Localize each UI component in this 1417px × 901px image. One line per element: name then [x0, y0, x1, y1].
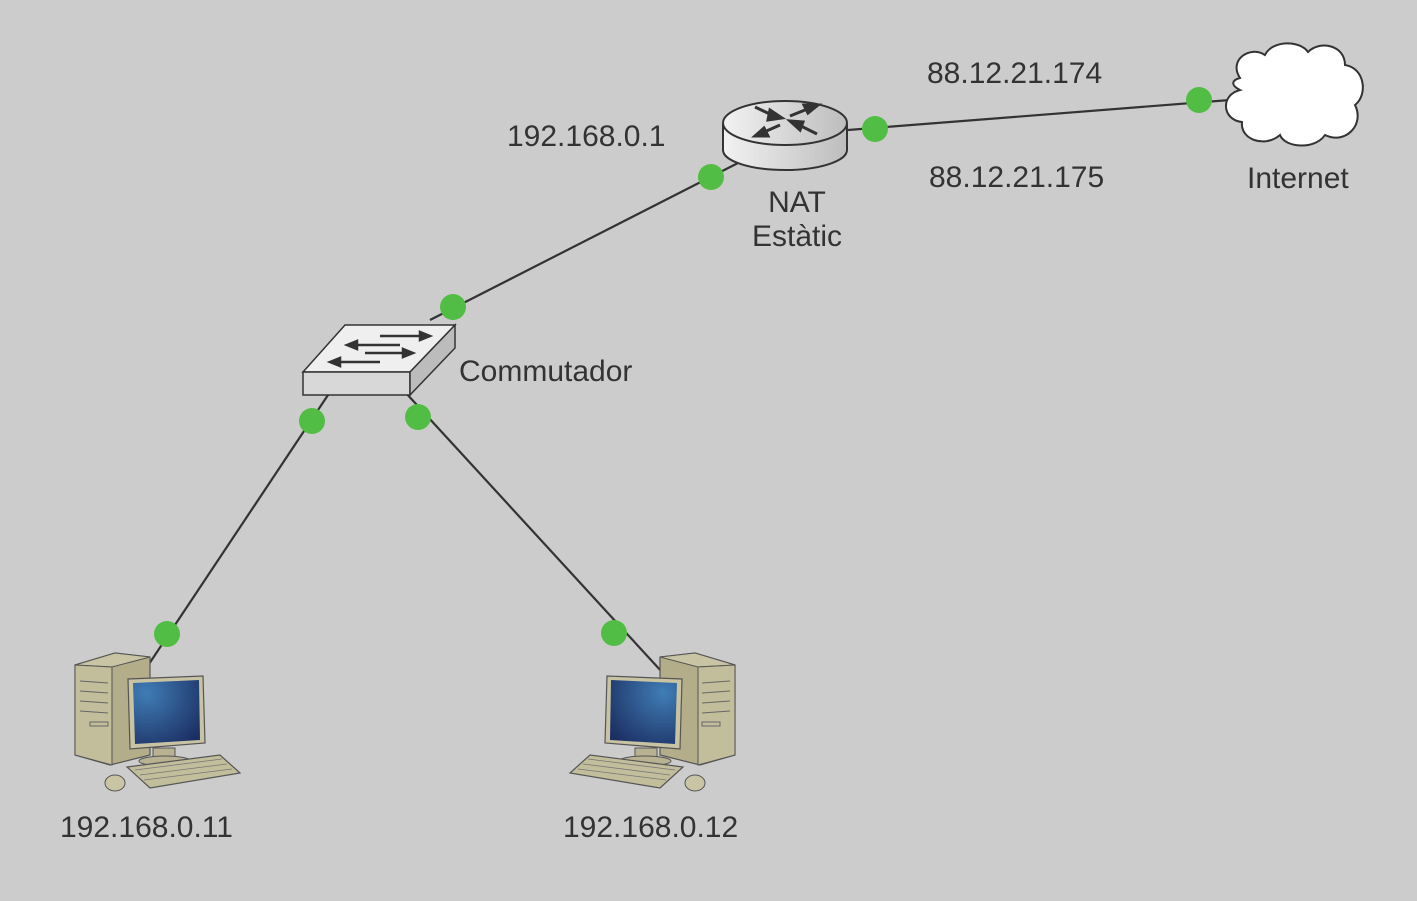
port-dot	[698, 164, 724, 190]
pc2-computer-icon[interactable]	[569, 652, 736, 792]
port-dot	[405, 404, 431, 430]
pc2-ip-label: 192.168.0.12	[563, 811, 738, 844]
router-wan-ip-2-label: 88.12.21.175	[929, 161, 1104, 194]
switch-label: Commutador	[459, 355, 632, 388]
router-label-line2: Estàtic	[752, 220, 842, 253]
port-dot	[154, 621, 180, 647]
link-switch-pc1	[144, 391, 331, 671]
port-dot	[1186, 87, 1212, 113]
port-dot	[299, 408, 325, 434]
port-dot	[862, 116, 888, 142]
port-dot	[440, 294, 466, 320]
port-dot	[601, 620, 627, 646]
internet-label: Internet	[1247, 162, 1349, 195]
router-lan-ip-label: 192.168.0.1	[507, 120, 665, 153]
pc1-ip-label: 192.168.0.11	[60, 811, 233, 844]
router-label-line1: NAT	[768, 186, 826, 219]
switch-icon[interactable]	[301, 323, 457, 397]
router-icon[interactable]	[722, 100, 848, 171]
internet-cloud-icon[interactable]	[1225, 42, 1364, 147]
pc1-computer-icon[interactable]	[74, 652, 241, 792]
router-wan-ip-1-label: 88.12.21.174	[927, 57, 1102, 90]
link-router-switch	[429, 162, 739, 321]
link-router-internet	[847, 98, 1231, 132]
